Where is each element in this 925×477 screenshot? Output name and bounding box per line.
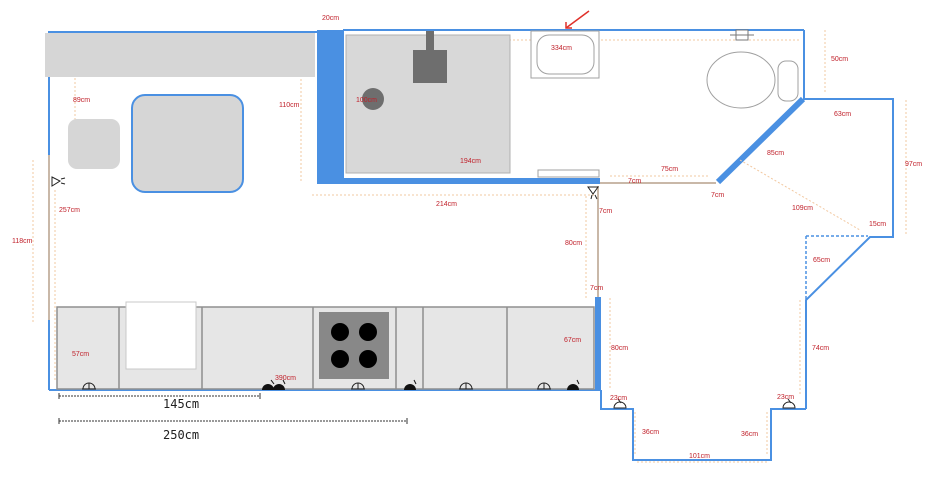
toilet [706, 51, 799, 109]
outlet-icon [537, 382, 551, 390]
walls [48, 29, 894, 461]
dining-table [131, 94, 244, 193]
dim-label: 15cm [869, 221, 886, 228]
dim-label: 50cm [831, 56, 848, 63]
dim-label: 7cm [628, 178, 641, 185]
outlet-icons [82, 382, 551, 390]
dim-label: 7cm [711, 192, 724, 199]
dim-label: 67cm [564, 337, 581, 344]
connection-icon [404, 384, 416, 390]
dim-label: 194cm [460, 158, 481, 165]
stove-block [413, 50, 447, 83]
stove-pipe [426, 31, 434, 50]
tap-icon [730, 29, 754, 41]
appliance-connection-icons [262, 379, 580, 390]
connection-icon [273, 384, 285, 390]
dim-label: 63cm [834, 111, 851, 118]
dim-label: 36cm [741, 431, 758, 438]
dim-label: 101cm [689, 453, 710, 460]
dim-label: 109cm [792, 205, 813, 212]
dim-label: 7cm [599, 208, 612, 215]
dim-label: 85cm [767, 150, 784, 157]
drain-circle [362, 88, 384, 110]
outlet-icon [82, 382, 96, 390]
dim-label: 97cm [905, 161, 922, 168]
cooktop [319, 312, 389, 379]
dim-label: 80cm [611, 345, 628, 352]
diagonal-wall [715, 96, 806, 185]
dim-label: 75cm [661, 166, 678, 173]
lower-cabinets [56, 301, 595, 390]
burner-4 [359, 350, 377, 368]
dim-label: 257cm [59, 207, 80, 214]
bottom-alcove-wall [600, 390, 806, 461]
wall-light-icon [587, 186, 599, 200]
dimension-labels: 20cm 334cm 50cm 89cm 110cm 100cm 194cm 6… [12, 15, 922, 460]
dim-label: 36cm [642, 429, 659, 436]
burner-3 [331, 350, 349, 368]
door-sill [537, 169, 600, 178]
dim-label: 23cm [777, 394, 794, 401]
wall-light-icon [782, 398, 796, 409]
side-table [68, 119, 120, 169]
dim-label: 80cm [565, 240, 582, 247]
dim-label: 57cm [72, 351, 89, 358]
connection-icon [567, 384, 579, 390]
wall-light-icon [51, 176, 66, 187]
wall-light-icon [613, 398, 627, 409]
dim-label: 23cm [610, 395, 627, 402]
dim-label: 110cm [279, 102, 300, 109]
dim-label: 100cm [356, 97, 377, 104]
scale-bar-short: 145cm [58, 393, 261, 411]
right-short-wall [595, 297, 601, 390]
dim-label: 20cm [322, 15, 339, 22]
scale-label-long: 250cm [163, 428, 199, 442]
light-icons [51, 176, 796, 409]
dim-label: 118cm [12, 238, 33, 245]
scale-bar-long: 250cm [58, 418, 408, 442]
scale-label-short: 145cm [163, 397, 199, 411]
outlet-icon [351, 382, 365, 390]
dim-label: 390cm [275, 375, 296, 382]
dim-label: 74cm [812, 345, 829, 352]
sink-cabinet [125, 301, 197, 370]
dim-label: 334cm [551, 45, 572, 52]
dim-label: 65cm [813, 257, 830, 264]
upper-counter [45, 33, 315, 77]
sink-inner [536, 34, 595, 75]
burner-2 [359, 323, 377, 341]
thick-partition-wall [317, 30, 344, 184]
dim-label: 89cm [73, 97, 90, 104]
arrow-icon [565, 10, 590, 29]
connection-icon [262, 384, 274, 390]
dim-label: 214cm [436, 201, 457, 208]
burner-1 [331, 323, 349, 341]
bay-outer-wall [803, 98, 894, 409]
outlet-icon [459, 382, 473, 390]
dim-label: 7cm [590, 285, 603, 292]
